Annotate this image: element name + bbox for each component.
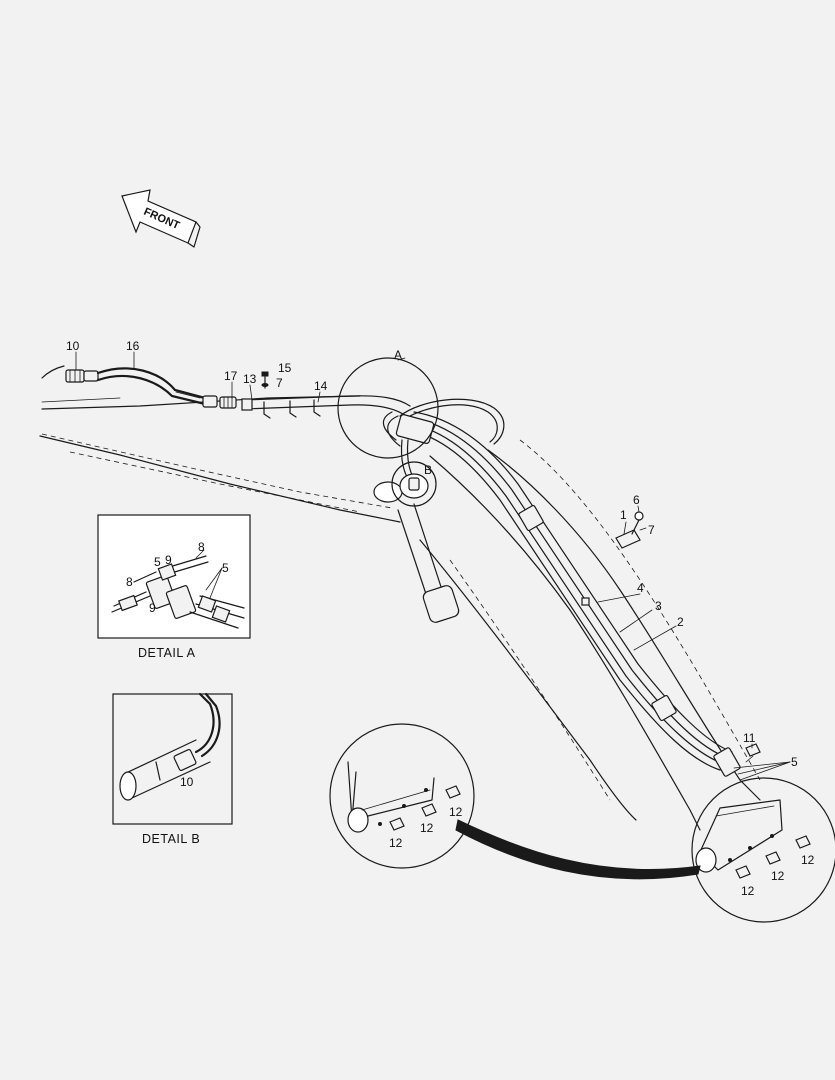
detail-a-caption: DETAIL A [138, 646, 196, 660]
detail-b-box: DETAIL B [112, 692, 233, 846]
arm-pipe-bundle [382, 398, 761, 777]
part-10-label-detail-b: 10 [180, 775, 194, 789]
part-10-label: 10 [66, 339, 80, 353]
part-1-label: 1 [620, 508, 627, 522]
boom-body [39, 365, 761, 831]
leader-lines [75, 351, 791, 781]
part-number-labels: 10 16 15 17 13 7 14 6 1 7 4 3 2 11 5 8 5… [66, 339, 815, 898]
part-14-label: 14 [314, 379, 328, 393]
part-16-label: 16 [126, 339, 140, 353]
grease-nipple-magnifier-right [691, 777, 835, 923]
part-7-label: 7 [276, 376, 283, 390]
part-9-label-detail-a-bottom: 9 [149, 601, 156, 615]
part-8-label-detail-a: 8 [198, 540, 205, 554]
part-2-label: 2 [677, 615, 684, 629]
part-12-label-left-b: 12 [420, 821, 434, 835]
left-hose-assembly [65, 367, 411, 419]
part-12-label-right-b: 12 [771, 869, 785, 883]
part-11-label: 11 [743, 731, 756, 745]
part-7-label-arm: 7 [648, 523, 655, 537]
detail-a-callout-letter: A [394, 348, 402, 362]
part-9-label-detail-a-top: 9 [165, 553, 172, 567]
part-5-label-arm: 5 [791, 755, 798, 769]
part-12-label-left-c: 12 [389, 836, 403, 850]
detail-a-box: DETAIL A [97, 514, 251, 660]
part-12-label-left-a: 12 [449, 805, 463, 819]
part-5-label-detail-a-right: 5 [222, 561, 229, 575]
part-12-label-right-c: 12 [741, 884, 755, 898]
part-13-label: 13 [243, 372, 257, 386]
front-arrow-icon: FRONT [121, 189, 201, 248]
part-12-label-right-a: 12 [801, 853, 815, 867]
grease-nipple-icon [735, 835, 811, 879]
grease-nipple-magnifier-left [329, 723, 475, 869]
part-6-label: 6 [633, 493, 640, 507]
part-4-label: 4 [637, 581, 644, 595]
pipe-clamp [263, 399, 321, 419]
part-8-label-detail-a-left: 8 [126, 575, 133, 589]
detail-a-callout-circle: A [337, 348, 439, 459]
detail-b-callout-circle: B [391, 461, 437, 507]
part-17-label: 17 [224, 369, 238, 383]
part-15-label: 15 [278, 361, 292, 375]
detail-b-callout-letter: B [424, 463, 432, 477]
part-5-label-detail-a-top: 5 [154, 555, 161, 569]
part-3-label: 3 [655, 599, 662, 613]
detail-b-caption: DETAIL B [142, 832, 200, 846]
magnifier-connector [455, 819, 701, 880]
